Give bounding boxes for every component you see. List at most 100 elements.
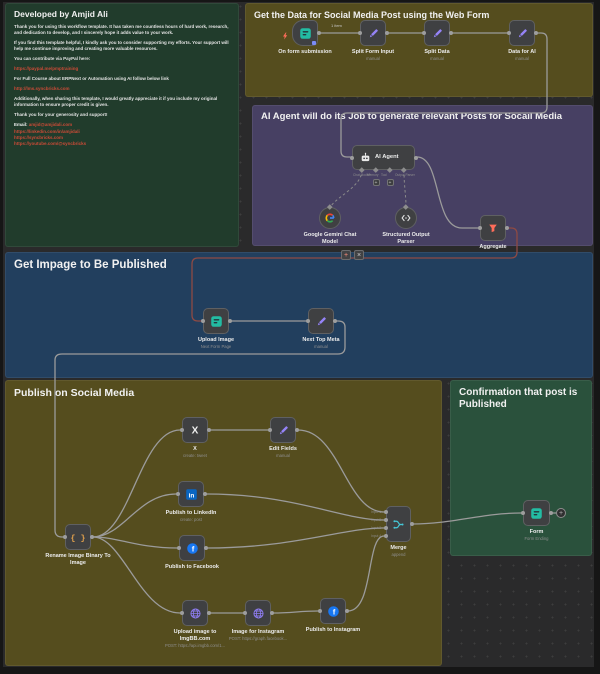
- output-port[interactable]: [344, 609, 349, 613]
- note-paragraph: https://linkedin.com/in/amjidali: [14, 129, 230, 135]
- output-port[interactable]: [206, 428, 211, 432]
- note-link[interactable]: https://linkedin.com/in/amjidali: [14, 128, 80, 134]
- output-port[interactable]: [294, 428, 299, 432]
- sticky-note-publish-note[interactable]: Publish on Social Media: [5, 380, 442, 666]
- robot-icon: [360, 152, 371, 163]
- input-port[interactable]: [242, 611, 247, 615]
- input-port-1[interactable]: [383, 510, 388, 514]
- viewport-edge-bottom: [0, 667, 600, 674]
- node-aggregate[interactable]: [480, 215, 506, 241]
- input-port-2[interactable]: [383, 518, 388, 522]
- note-link[interactable]: http://lms.syncbricks.com: [14, 86, 70, 92]
- node-label-merge: Merge: [390, 545, 407, 551]
- node-rename-image-binary[interactable]: { }: [65, 524, 91, 550]
- node-upload-image[interactable]: [203, 308, 229, 334]
- merge-icon: [392, 518, 405, 531]
- node-publish-to-facebook[interactable]: f: [179, 535, 205, 561]
- input-port[interactable]: [176, 546, 181, 550]
- output-port[interactable]: [409, 522, 414, 526]
- note-paragraph: Thank you for using this workflow templa…: [14, 24, 230, 36]
- email-link[interactable]: amjid@amjidali.com: [28, 122, 73, 128]
- node-subtitle-split-data: manual: [430, 55, 444, 61]
- input-port[interactable]: [349, 155, 354, 160]
- node-upload-image-to-imgbb[interactable]: [182, 600, 208, 626]
- note-paragraph: https://youtube.com/@syncbricks: [14, 141, 230, 147]
- note-paragraph: http://lms.syncbricks.com: [14, 86, 230, 92]
- node-title: AI Agent: [375, 153, 399, 160]
- sticky-note-agent-note[interactable]: AI Agent will do its Job to generate rel…: [252, 105, 593, 246]
- output-port[interactable]: [548, 511, 553, 515]
- output-port[interactable]: [227, 319, 232, 323]
- svg-text:X: X: [192, 426, 199, 437]
- output-port[interactable]: [384, 31, 389, 35]
- input-port[interactable]: [62, 535, 67, 539]
- input-port-3[interactable]: [383, 526, 388, 530]
- output-port[interactable]: [533, 31, 538, 35]
- input-port[interactable]: [305, 319, 310, 323]
- globe-icon: [189, 607, 202, 620]
- node-structured-output-parser[interactable]: [395, 207, 417, 229]
- node-edit-fields[interactable]: [270, 417, 296, 443]
- node-publish-to-instagram[interactable]: f: [320, 598, 346, 624]
- input-port[interactable]: [179, 611, 184, 615]
- node-form-ending[interactable]: [523, 500, 550, 526]
- node-merge[interactable]: [386, 506, 411, 542]
- input-port[interactable]: [179, 428, 184, 432]
- input-port[interactable]: [200, 319, 205, 323]
- node-subtitle-next-top-meta: manual: [314, 343, 328, 349]
- parser-icon: [400, 212, 412, 224]
- edge-delete-connection-button[interactable]: ×: [354, 250, 364, 260]
- input-port[interactable]: [520, 511, 525, 515]
- node-split-form-input[interactable]: [360, 20, 386, 46]
- sticky-note-image-note[interactable]: Get Impage to Be Published: [5, 252, 593, 378]
- node-data-for-ai[interactable]: [509, 20, 535, 46]
- input-port[interactable]: [357, 31, 362, 35]
- svg-text:f: f: [191, 544, 194, 553]
- edge-add-node-button[interactable]: +: [341, 250, 351, 260]
- note-link[interactable]: https://youtube.com/@syncbricks: [14, 140, 87, 146]
- input-port-4[interactable]: [383, 534, 388, 538]
- input-port[interactable]: [477, 226, 482, 230]
- sticky-note-confirm-note[interactable]: Confirmation that post is Published: [450, 380, 592, 556]
- input-port[interactable]: [317, 609, 322, 613]
- note-link[interactable]: https://paypal.me/pmptraining: [14, 66, 79, 72]
- note-paragraph: Email: amjid@amjidali.com: [14, 122, 230, 128]
- note-paragraph: For Full Course about ERPNext or Automat…: [14, 76, 230, 82]
- add-memory-button[interactable]: +: [372, 179, 380, 186]
- node-subtitle-x-post: create: tweet: [183, 452, 207, 458]
- note-paragraph: https://syncbricks.com: [14, 135, 230, 141]
- input-port[interactable]: [267, 428, 272, 432]
- input-port[interactable]: [175, 492, 180, 496]
- output-port[interactable]: [413, 155, 418, 160]
- pencil-icon: [315, 315, 328, 328]
- output-port[interactable]: [504, 226, 509, 230]
- output-port[interactable]: [269, 611, 274, 615]
- node-label-publish-to-instagram: Publish to Instagram: [305, 627, 361, 633]
- input-port[interactable]: [421, 31, 426, 35]
- note-link[interactable]: https://syncbricks.com: [14, 134, 64, 140]
- output-port[interactable]: [332, 319, 337, 323]
- note-text: Thank you for using this workflow templa…: [14, 23, 229, 35]
- output-port[interactable]: [202, 492, 207, 496]
- node-next-top-meta[interactable]: [308, 308, 334, 334]
- output-port[interactable]: [316, 31, 321, 35]
- agent-port-label: Tool: [381, 173, 387, 177]
- node-google-gemini-chat-model[interactable]: [319, 207, 341, 229]
- output-port[interactable]: [203, 546, 208, 550]
- output-port[interactable]: [206, 611, 211, 615]
- code-icon: { }: [71, 530, 85, 544]
- note-text: You can contribute via PayPal here:: [14, 56, 91, 62]
- node-label-next-top-meta: Next Top Meta: [302, 337, 340, 343]
- output-port[interactable]: [448, 31, 453, 35]
- add-tool-button[interactable]: +: [386, 179, 394, 186]
- node-label-edit-fields: Edit Fields: [269, 446, 297, 452]
- node-image-for-instagram[interactable]: [245, 600, 271, 626]
- node-split-data[interactable]: [424, 20, 450, 46]
- node-publish-to-linkedin[interactable]: in: [178, 481, 204, 507]
- node-x-post[interactable]: X: [182, 417, 208, 443]
- open-connector-add-button[interactable]: +: [556, 508, 566, 518]
- input-port[interactable]: [506, 31, 511, 35]
- output-port[interactable]: [89, 535, 94, 539]
